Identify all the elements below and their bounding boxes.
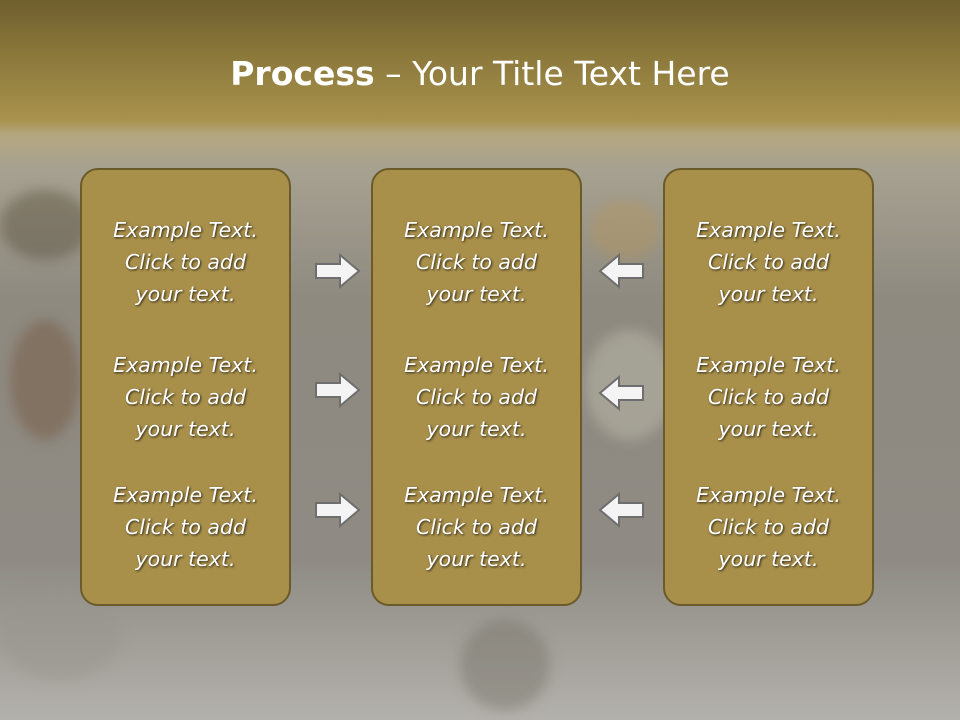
background-decoration: [460, 620, 550, 710]
process-box-right[interactable]: Example Text. Click to add your text. Ex…: [663, 168, 874, 606]
text-line: Click to add: [124, 250, 247, 274]
text-line: Click to add: [415, 385, 538, 409]
text-line: Example Text.: [404, 483, 549, 507]
title-rest-part: – Your Title Text Here: [374, 54, 730, 93]
text-line: your text.: [135, 417, 236, 441]
title-bold-part: Process: [230, 54, 375, 93]
text-line: Click to add: [415, 250, 538, 274]
right-arrow-icon[interactable]: [314, 371, 362, 409]
text-line: your text.: [426, 417, 527, 441]
text-line: Example Text.: [696, 483, 841, 507]
right-arrow-icon[interactable]: [314, 491, 362, 529]
text-line: Click to add: [124, 515, 247, 539]
text-block[interactable]: Example Text. Click to add your text.: [665, 349, 872, 445]
text-line: Click to add: [707, 515, 830, 539]
text-line: your text.: [135, 547, 236, 571]
text-line: your text.: [718, 417, 819, 441]
text-line: Example Text.: [113, 353, 258, 377]
left-arrow-icon[interactable]: [597, 252, 645, 290]
text-line: Example Text.: [696, 218, 841, 242]
text-line: Click to add: [415, 515, 538, 539]
text-block[interactable]: Example Text. Click to add your text.: [373, 349, 580, 445]
text-line: Example Text.: [696, 353, 841, 377]
text-line: Example Text.: [113, 218, 258, 242]
background-decoration: [590, 200, 660, 260]
text-line: your text.: [718, 282, 819, 306]
text-block[interactable]: Example Text. Click to add your text.: [82, 479, 289, 575]
slide-title[interactable]: Process – Your Title Text Here: [0, 52, 960, 96]
text-block[interactable]: Example Text. Click to add your text.: [665, 479, 872, 575]
process-box-center[interactable]: Example Text. Click to add your text. Ex…: [371, 168, 582, 606]
text-line: Click to add: [707, 385, 830, 409]
text-line: Example Text.: [404, 353, 549, 377]
text-block[interactable]: Example Text. Click to add your text.: [82, 349, 289, 445]
text-line: Click to add: [124, 385, 247, 409]
text-line: Example Text.: [404, 218, 549, 242]
text-line: your text.: [426, 547, 527, 571]
left-arrow-icon[interactable]: [597, 491, 645, 529]
text-block[interactable]: Example Text. Click to add your text.: [665, 214, 872, 310]
background-decoration: [10, 320, 80, 440]
process-box-left[interactable]: Example Text. Click to add your text. Ex…: [80, 168, 291, 606]
text-block[interactable]: Example Text. Click to add your text.: [373, 214, 580, 310]
right-arrow-icon[interactable]: [314, 252, 362, 290]
left-arrow-icon[interactable]: [597, 374, 645, 412]
text-line: your text.: [718, 547, 819, 571]
text-block[interactable]: Example Text. Click to add your text.: [82, 214, 289, 310]
text-block[interactable]: Example Text. Click to add your text.: [373, 479, 580, 575]
background-decoration: [0, 190, 90, 260]
text-line: Example Text.: [113, 483, 258, 507]
text-line: your text.: [135, 282, 236, 306]
text-line: your text.: [426, 282, 527, 306]
text-line: Click to add: [707, 250, 830, 274]
